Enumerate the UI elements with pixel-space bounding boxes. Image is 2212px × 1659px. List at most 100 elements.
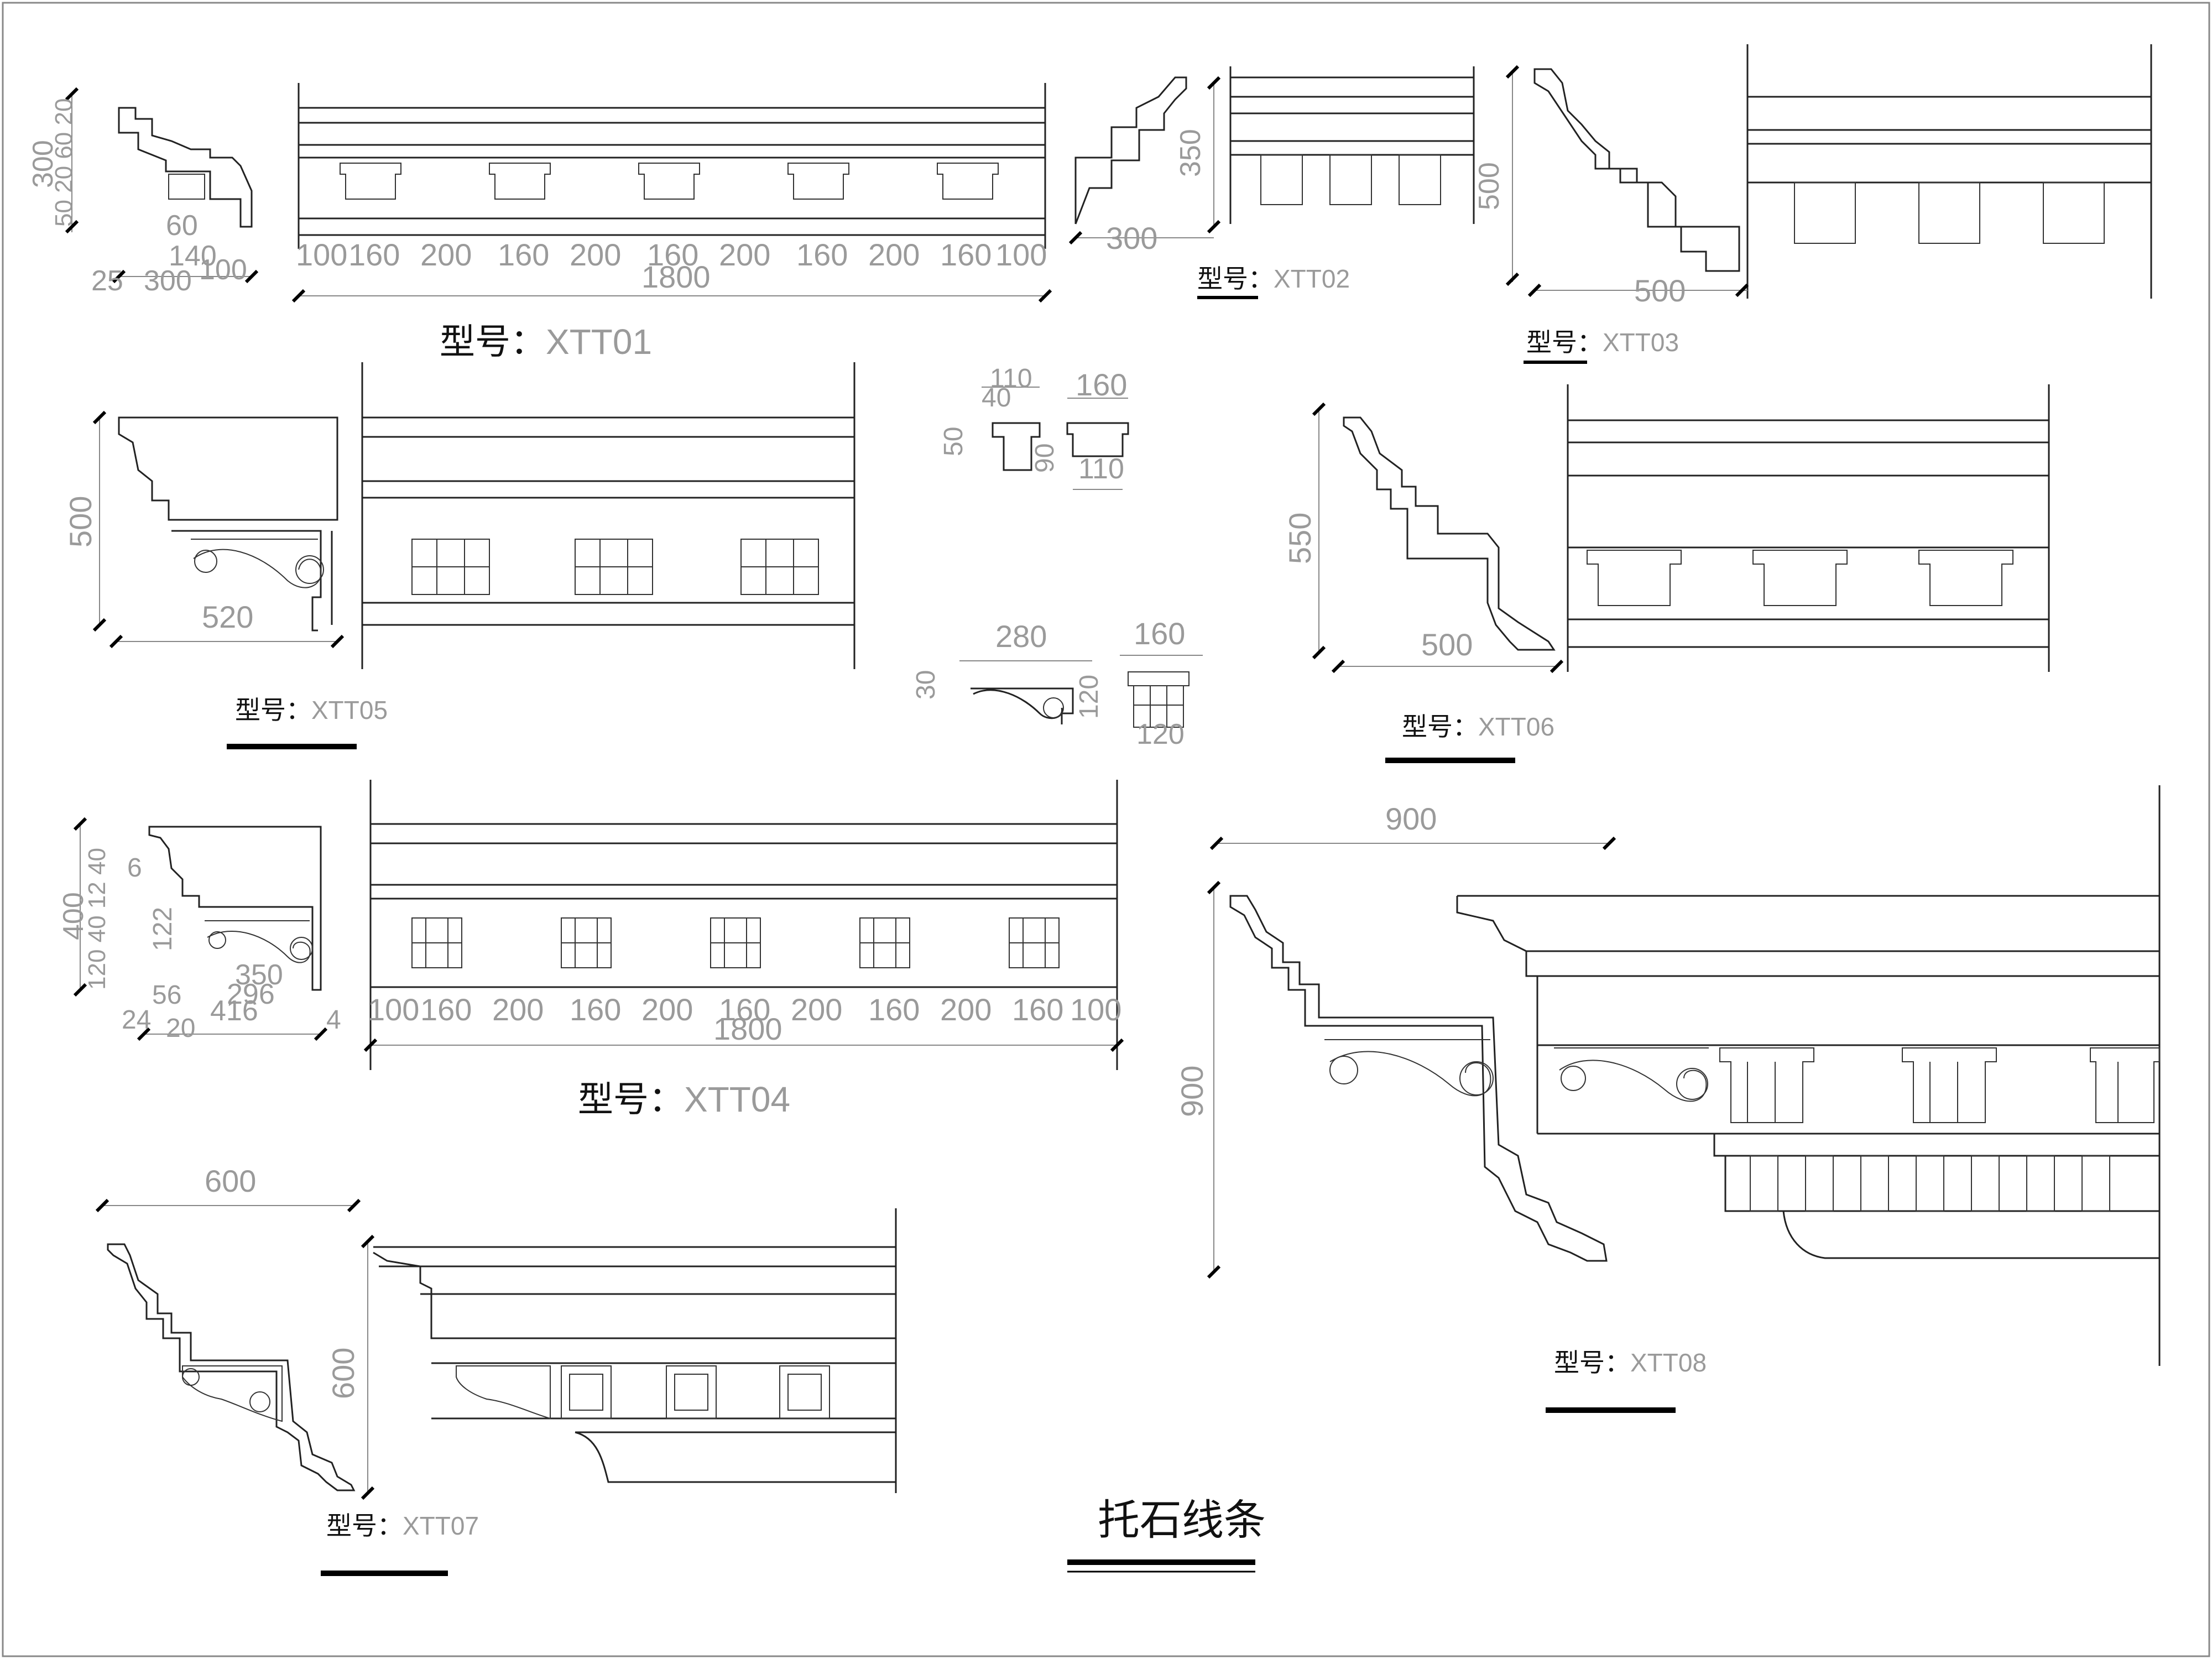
xtt01-total-dim: 1800 — [641, 259, 711, 294]
xtt02-profile — [1074, 76, 1187, 225]
xtt04-bracket — [205, 920, 311, 963]
xtt04-sp-2: 200 — [492, 992, 544, 1027]
xtt01-sp-10: 100 — [995, 237, 1047, 272]
xtt04-model-label: 型号：XTT04 — [578, 1079, 790, 1119]
xtt01-profile — [118, 107, 253, 228]
xtt01-dim-25: 25 — [91, 265, 123, 297]
xtt01-drawing: 300 50 20 60 20 60 140 300 25 100 100 16… — [27, 83, 1052, 362]
xtt08-elevation — [1456, 785, 2161, 1366]
xtt04-dim-350: 350 — [235, 959, 283, 991]
xtt05-drawing: 500 520 型号：XTT05 — [63, 362, 855, 749]
xtt01-sp-4: 200 — [570, 237, 621, 272]
xtt03-drawing: 500 500 型号：XTT03 — [1473, 44, 2152, 364]
xtt01-sp-8: 200 — [868, 237, 920, 272]
xtt04-sp-9: 160 — [1012, 992, 1063, 1027]
xtt06-drawing: 550 500 型号：XTT06 — [1282, 384, 2050, 763]
xtt01-dim-300: 300 — [144, 265, 192, 297]
detail-b-30: 30 — [911, 670, 941, 700]
detail-a-110: 110 — [990, 364, 1032, 393]
xtt07-height-dim: 600 — [326, 1348, 361, 1399]
xtt02-model-label: 型号：XTT02 — [1197, 264, 1350, 293]
sheet-title-block: 托石线条 — [1067, 1497, 1266, 1573]
detail-a-40: 40 — [982, 383, 1011, 413]
xtt04-sp-10: 100 — [1070, 992, 1121, 1027]
xtt01-sp-1: 160 — [348, 237, 400, 272]
xtt07-profile — [107, 1243, 356, 1491]
xtt01-dim-100: 100 — [199, 254, 247, 286]
xtt08-drawing: 900 900 型号：XTT08 — [1175, 785, 2161, 1413]
xtt05-profile — [118, 416, 338, 521]
xtt04-sp-6: 200 — [791, 992, 842, 1027]
xtt01-sp-6: 200 — [719, 237, 770, 272]
xtt05-width-dim: 520 — [202, 599, 253, 634]
xtt05-elevation — [361, 362, 855, 669]
xtt07-elevation — [373, 1208, 897, 1493]
xtt03-height-dim: 500 — [1473, 162, 1505, 210]
detail-b-120: 120 — [1074, 675, 1104, 719]
detail-a-160: 160 — [1076, 367, 1127, 402]
xtt04-sp-0: 100 — [368, 992, 419, 1027]
xtt01-sp-9: 160 — [940, 237, 992, 272]
xtt04-sp-3: 160 — [570, 992, 621, 1027]
detail-b: 280 30 120 160 120 — [911, 616, 1203, 750]
xtt01-dim-60: 60 — [166, 210, 198, 242]
xtt08-width-dim: 900 — [1385, 801, 1437, 836]
xtt04-sp-1: 160 — [420, 992, 472, 1027]
xtt04-dim-296: 296 — [227, 978, 275, 1010]
detail-b-160: 160 — [1134, 616, 1185, 651]
xtt06-height-dim: 550 — [1282, 513, 1317, 564]
xtt07-model-label: 型号：XTT07 — [326, 1511, 479, 1540]
xtt03-profile — [1533, 68, 1740, 272]
xtt04-dim-20: 20 — [166, 1014, 195, 1043]
xtt02-elevation — [1229, 66, 1475, 224]
xtt01-model-label: 型号：XTT01 — [440, 322, 652, 362]
xtt07-drawing: 600 600 型号：XTT07 — [95, 1164, 897, 1576]
xtt05-model-label: 型号：XTT05 — [235, 696, 388, 724]
xtt04-dim-6: 6 — [127, 853, 142, 883]
xtt04-height-dim: 400 — [58, 892, 90, 940]
xtt04-sp-7: 160 — [868, 992, 920, 1027]
xtt01-sp-5: 160 — [647, 237, 698, 272]
detail-b-280: 280 — [995, 619, 1047, 654]
xtt08-bracket — [1324, 1039, 1491, 1097]
xtt04-dim-416: 416 — [210, 995, 258, 1027]
xtt06-width-dim: 500 — [1421, 627, 1473, 662]
xtt04-drawing: 400 120 40 12 40 122 6 350 296 56 416 24… — [58, 780, 1124, 1119]
xtt06-profile — [1343, 416, 1556, 651]
detail-b-120b: 120 — [1136, 718, 1185, 750]
xtt01-sp-7: 160 — [796, 237, 848, 272]
xtt01-sp-0: 100 — [296, 237, 347, 272]
xtt04-sp-4: 200 — [641, 992, 693, 1027]
sheet-title: 托石线条 — [1098, 1497, 1266, 1544]
xtt04-elevation — [369, 780, 1118, 1070]
xtt04-dim-122: 122 — [148, 907, 178, 951]
xtt03-width-dim: 500 — [1634, 273, 1686, 308]
detail-a-110b: 110 — [1078, 453, 1124, 485]
xtt04-dim-56: 56 — [152, 980, 181, 1010]
xtt04-dim-24: 24 — [122, 1005, 151, 1035]
detail-a: 110 40 50 90 160 110 — [939, 364, 1129, 490]
xtt04-sp-5: 160 — [719, 992, 770, 1027]
xtt04-profile — [148, 826, 322, 991]
xtt01-sp-3: 160 — [498, 237, 549, 272]
xtt01-spacing-row: 100 160 200 160 200 160 200 160 200 160 … — [296, 237, 1047, 272]
xtt07-width-dim: 600 — [205, 1164, 256, 1198]
xtt04-sp-8: 200 — [940, 992, 992, 1027]
xtt05-bracket — [191, 539, 322, 588]
xtt02-height-dim: 350 — [1175, 129, 1207, 177]
xtt08-height-dim: 900 — [1175, 1066, 1209, 1117]
xtt03-elevation — [1746, 44, 2152, 299]
xtt01-stack-dim: 50 20 60 20 — [50, 98, 77, 227]
xtt02-drawing: 350 300 型号：XTT02 — [1068, 66, 1475, 299]
detail-a-50: 50 — [939, 427, 968, 456]
xtt01-profile-block — [168, 174, 205, 200]
xtt06-model-label: 型号：XTT06 — [1402, 712, 1554, 741]
detail-a-90: 90 — [1030, 444, 1060, 473]
xtt01-elevation — [298, 83, 1046, 249]
xtt02-width-dim: 300 — [1106, 221, 1157, 255]
xtt01-dim-140: 140 — [169, 240, 217, 272]
xtt04-stack-dim: 120 40 12 40 — [84, 848, 111, 990]
xtt08-profile — [1229, 895, 1608, 1262]
xtt01-height-dim: 300 — [27, 140, 59, 188]
